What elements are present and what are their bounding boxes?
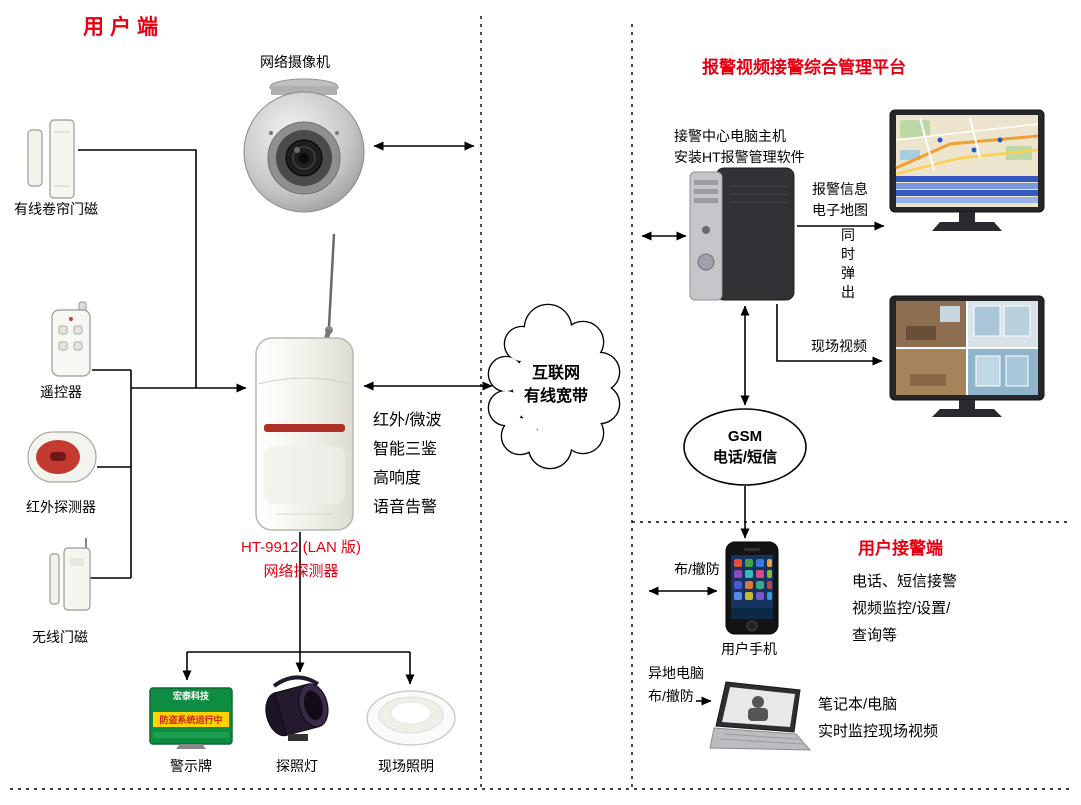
map-monitor-graphic (889, 109, 1045, 231)
alarm-info-label: 报警信息 电子地图 (812, 181, 868, 218)
sign-banner-text: 防盗系统运行中 (159, 715, 223, 725)
laptop-label: 笔记本/电脑 实时监控现场视频 (818, 696, 939, 740)
internet-cloud-shape (487, 303, 621, 470)
detector-features: 红外/微波 智能三鉴 高响度 语音告警 (373, 412, 442, 516)
network-detector-graphic (255, 233, 354, 531)
connectors (78, 141, 885, 706)
user-side-title: 用户端 (83, 16, 164, 39)
remote-pc-label: 异地电脑 布/撤防 (648, 665, 704, 704)
gsm-ellipse (683, 408, 807, 486)
ir-detector-label: 红外探测器 (26, 499, 96, 515)
internet-cloud-text: 互联网 有线宽带 (523, 365, 588, 405)
camera-label: 网络摄像机 (260, 54, 330, 70)
gsm-text: GSM 电话/短信 (712, 428, 778, 466)
remote-control-graphic (51, 301, 91, 377)
connector-pc-video-monitor (776, 304, 883, 366)
live-video-label: 现场视频 (811, 338, 867, 354)
platform-title: 报警视频接警综合管理平台 (702, 58, 906, 77)
pc-label: 接警中心电脑主机 安装HT报警管理软件 (674, 128, 805, 165)
network-camera-graphic (243, 78, 365, 213)
alarm-center-pc-graphic (689, 167, 795, 301)
receiver-title: 用户接警端 (858, 539, 943, 558)
shutter-magnet-graphic (27, 119, 75, 199)
shutter-magnet-label: 有线卷帘门磁 (14, 201, 98, 217)
ceiling-light-graphic (366, 690, 456, 746)
warning-sign-label: 警示牌 (170, 758, 212, 774)
phone-label: 用户手机 (721, 641, 777, 657)
section-dividers (10, 16, 1072, 790)
door-magnet-graphic (49, 538, 91, 611)
remote-control-label: 遥控器 (40, 384, 82, 400)
user-phone-graphic (725, 541, 779, 635)
simultaneous-popup-label: 同 时 弹 出 (841, 227, 855, 300)
laptop-graphic (709, 681, 812, 751)
detector-model-label: HT-9912 (LAN 版) 网络探测器 (240, 539, 362, 580)
lighting-label: 现场照明 (378, 758, 434, 774)
ir-detector-graphic (27, 431, 97, 483)
receiver-description: 电话、短信接警 视频监控/设置/ 查询等 (852, 573, 958, 644)
searchlight-graphic (265, 675, 329, 741)
door-magnet-label: 无线门磁 (32, 629, 88, 645)
video-monitor-graphic (889, 295, 1045, 417)
searchlight-label: 探照灯 (276, 758, 318, 774)
warning-sign-graphic (149, 687, 233, 749)
arm-disarm-label: 布/撤防 (674, 561, 720, 577)
connector-shutter-to-detector (78, 149, 197, 388)
sign-brand-text: 宏泰科技 (172, 691, 209, 701)
